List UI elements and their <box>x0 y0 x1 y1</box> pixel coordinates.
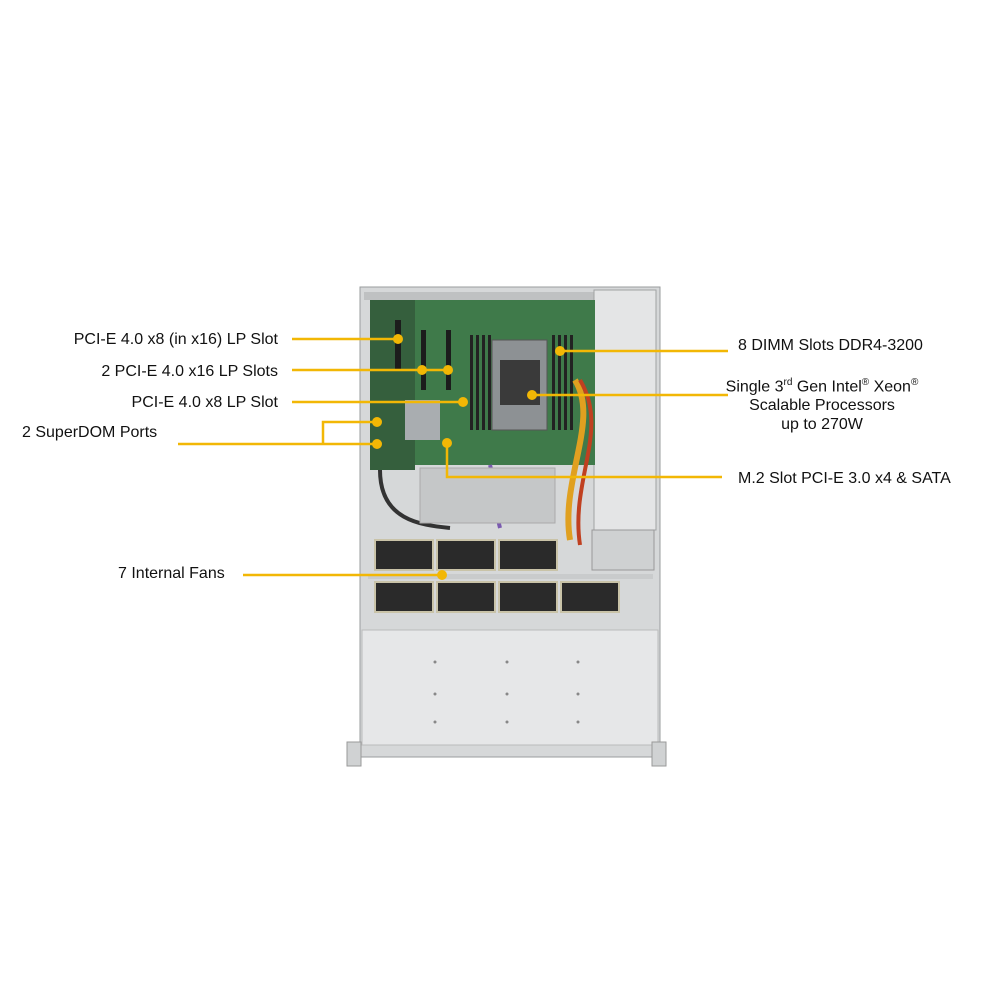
label-internal-fans: 7 Internal Fans <box>118 565 225 582</box>
label-pcie-x8-in-x16: PCI-E 4.0 x8 (in x16) LP Slot <box>73 331 278 348</box>
server-chassis <box>346 286 667 767</box>
label-m2-slot: M.2 Slot PCI-E 3.0 x4 & SATA <box>738 470 951 487</box>
callout-lines <box>178 337 728 577</box>
label-pcie-x8-slot: PCI-E 4.0 x8 LP Slot <box>131 394 278 411</box>
label-superdom-ports: 2 SuperDOM Ports <box>22 424 158 441</box>
chipset-heatsink <box>405 400 440 440</box>
fan-array <box>374 539 620 613</box>
label-cpu: Single 3rd Gen Intel® Xeon® Scalable Pro… <box>725 377 919 434</box>
label-dimm-slots: 8 DIMM Slots DDR4-3200 <box>738 337 923 354</box>
label-pcie-x16-slots: 2 PCI-E 4.0 x16 LP Slots <box>101 363 278 380</box>
callout-dots <box>372 334 565 580</box>
